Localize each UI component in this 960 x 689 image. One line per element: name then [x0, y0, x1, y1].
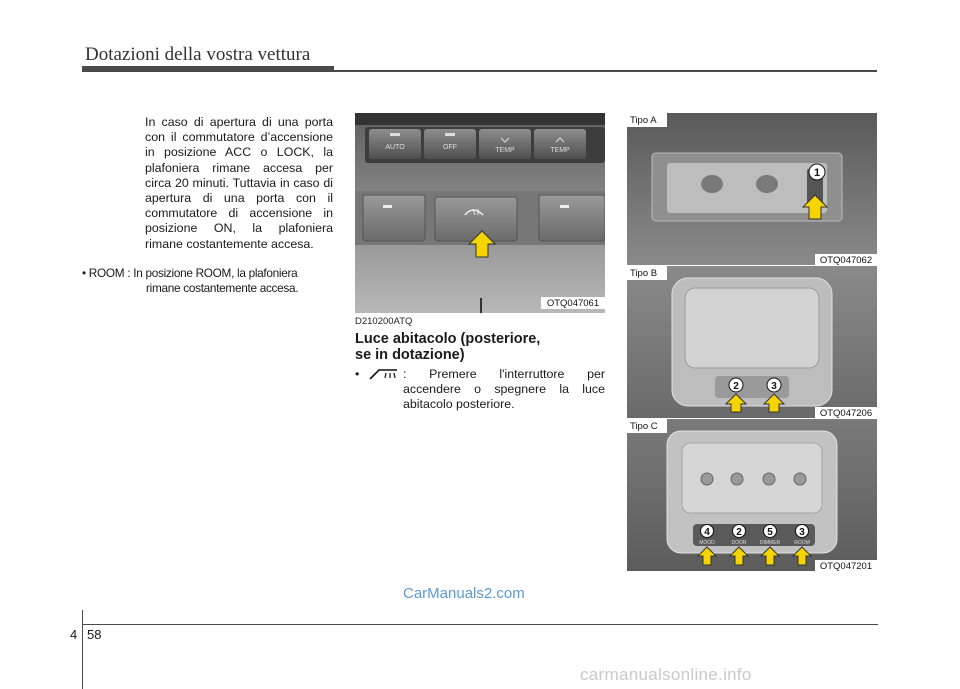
header-rule-thin [334, 70, 877, 72]
photo-code-center: OTQ047061 [547, 298, 599, 309]
auto-button-label: AUTO [385, 144, 405, 151]
page-header-title: Dotazioni della vostra vettura [85, 44, 311, 65]
tipo-b-callout-2: 2 [733, 381, 739, 392]
temp-up-label: TEMP [550, 147, 570, 154]
tipo-c-callout-2: 2 [736, 527, 742, 538]
section-title-line2: se in dotazione) [355, 347, 465, 363]
arrow-icon [791, 546, 813, 566]
tipo-b-photo: 2 3 Tipo B OTQ047206 [627, 266, 877, 418]
tipo-b-label: Tipo B [630, 268, 657, 279]
tipo-a-photo: 1 Tipo A OTQ047062 [627, 113, 877, 265]
tipo-c-label: Tipo C [630, 421, 658, 432]
room-bullet-line2: rimane costantemente accesa. [146, 281, 299, 295]
door-label: DOOR [732, 540, 747, 546]
footer-horizontal-rule [82, 624, 878, 625]
tipo-c-callout-3: 3 [799, 527, 805, 538]
off-button-label: OFF [443, 144, 457, 151]
rear-light-bullet: • : Premere l'interruttore per accendere… [355, 367, 605, 412]
section-code: D210200ATQ [355, 316, 413, 327]
tipo-c-callout-4: 4 [704, 527, 710, 538]
climate-panel-photo: AUTO OFF TEMP TEMP OTQ047061 [355, 113, 605, 313]
temp-down-label: TEMP [495, 147, 515, 154]
tipo-a-label: Tipo A [630, 115, 657, 126]
arrow-icon [759, 546, 781, 566]
dimmer-label: DIMMER [760, 540, 781, 546]
bullet-dot: • [355, 367, 360, 381]
tipo-b-callout-3: 3 [771, 381, 777, 392]
room-bullet-line1: • ROOM : In posizione ROOM, la plafonier… [82, 266, 298, 280]
mood-label: MOOD [699, 540, 715, 546]
footer-vertical-rule [82, 610, 83, 689]
arrow-icon [696, 546, 718, 566]
arrow-icon [724, 393, 748, 413]
climate-panel-illustration: AUTO OFF TEMP TEMP OTQ047061 [355, 113, 605, 313]
room-label: ROOM [794, 540, 810, 546]
section-title-line1: Luce abitacolo (posteriore, [355, 331, 541, 347]
tipo-c-photo: MOOD DOOR DIMMER ROOM 4 2 5 3 Tipo C OTQ… [627, 419, 877, 571]
page-number: 58 [87, 627, 102, 642]
section-title: Luce abitacolo (posteriore, se in dotazi… [355, 331, 605, 363]
watermark-link[interactable]: CarManuals2.com [403, 585, 525, 602]
tipo-c-illustration: MOOD DOOR DIMMER ROOM 4 2 5 3 Tipo C OTQ… [627, 419, 877, 571]
arrow-icon [801, 194, 829, 220]
arrow-icon [467, 230, 497, 258]
arrow-icon [762, 393, 786, 413]
tipo-c-callout-5: 5 [767, 527, 773, 538]
door-light-paragraph: In caso di apertura di una porta con il … [145, 115, 333, 251]
chapter-number: 4 [70, 627, 78, 642]
tipo-a-code: OTQ047062 [820, 255, 872, 265]
header-rule-thick [82, 66, 334, 72]
rear-light-instruction: : Premere l'interruttore per accendere o… [403, 367, 605, 411]
site-footer-watermark[interactable]: carmanualsonline.info [580, 665, 752, 684]
room-bullet: • ROOM : In posizione ROOM, la plafonier… [82, 266, 342, 296]
tipo-b-code: OTQ047206 [820, 408, 872, 418]
room-lamp-icon [369, 369, 397, 380]
tipo-a-illustration: 1 Tipo A OTQ047062 [627, 113, 877, 265]
tipo-c-code: OTQ047201 [820, 561, 872, 571]
tipo-a-callout-1: 1 [814, 167, 820, 179]
tipo-b-illustration: 2 3 Tipo B OTQ047206 [627, 266, 877, 418]
arrow-icon [728, 546, 750, 566]
